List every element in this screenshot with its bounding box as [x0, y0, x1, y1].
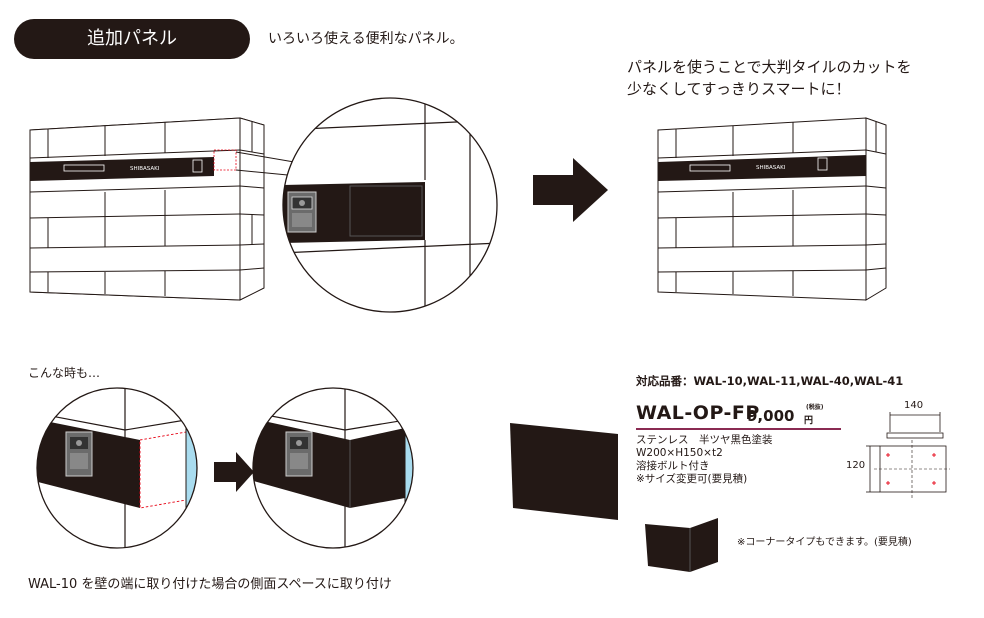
arrow-right-icon: [533, 158, 608, 222]
corner-panel-product-image: [645, 518, 718, 572]
price-unit: 円: [804, 416, 814, 426]
mail-slot-before: [63, 164, 105, 172]
side-case-before-circle: [37, 388, 197, 548]
compatible-models: 対応品番：WAL-10,WAL-11,WAL-40,WAL-41: [636, 374, 904, 388]
side-case-caption: WAL-10 を壁の端に取り付けた場合の側面スペースに取り付け: [28, 577, 392, 592]
intercom-before: [192, 159, 203, 173]
product-price: 9,000: [747, 407, 795, 425]
nameplate-text-before: SHIBASAKI: [130, 166, 160, 172]
benefit-caption-line1: パネルを使うことで大判タイルのカットを: [627, 58, 912, 76]
section-title: 追加パネル: [87, 28, 177, 49]
zoom-detail-circle: [283, 98, 497, 312]
benefit-caption-line2: 少なくしてすっきりスマートに！: [627, 80, 851, 98]
zoom-connector: [235, 151, 301, 164]
nameplate-band-after: [658, 155, 866, 181]
dimension-drawing: [866, 412, 950, 498]
benefit-caption: パネルを使うことで大判タイルのカットを 少なくしてすっきりスマートに！: [627, 56, 957, 100]
panel-gap-highlight: [213, 149, 237, 171]
nameplate-text-after: SHIBASAKI: [756, 165, 786, 171]
section-title-pill: 追加パネル: [14, 19, 250, 59]
tagline: いろいろ使える便利なパネル。: [268, 31, 464, 47]
spec-line: ※サイズ変更可(要見積): [636, 473, 748, 485]
wall-after-illustration: [657, 117, 887, 301]
flat-panel-product-image: [510, 423, 618, 520]
mail-slot-after: [689, 164, 731, 172]
product-model: WAL-OP-FP: [636, 402, 760, 424]
arrow-small-right-icon: [214, 452, 254, 492]
spec-line: ステンレス 半ツヤ黒色塗装: [636, 434, 773, 446]
corner-type-note: ※コーナータイプもできます。(要見積): [737, 537, 912, 548]
spec-line: W200×H150×t2: [636, 447, 723, 459]
intercom-after: [817, 157, 828, 171]
spec-line: 溶接ボルト付き: [636, 460, 710, 472]
nameplate-band-before: [30, 157, 214, 181]
model-underline: [636, 428, 841, 430]
price-tax-note: (税抜): [806, 404, 824, 411]
dimension-height-label: 120: [846, 460, 866, 471]
dimension-width-label: 140: [904, 400, 924, 411]
side-case-after-circle: [253, 388, 413, 548]
wall-before-illustration: [29, 117, 265, 301]
product-specs: ステンレス 半ツヤ黒色塗装 W200×H150×t2 溶接ボルト付き ※サイズ変…: [636, 434, 773, 486]
side-case-label: こんな時も…: [28, 366, 101, 380]
